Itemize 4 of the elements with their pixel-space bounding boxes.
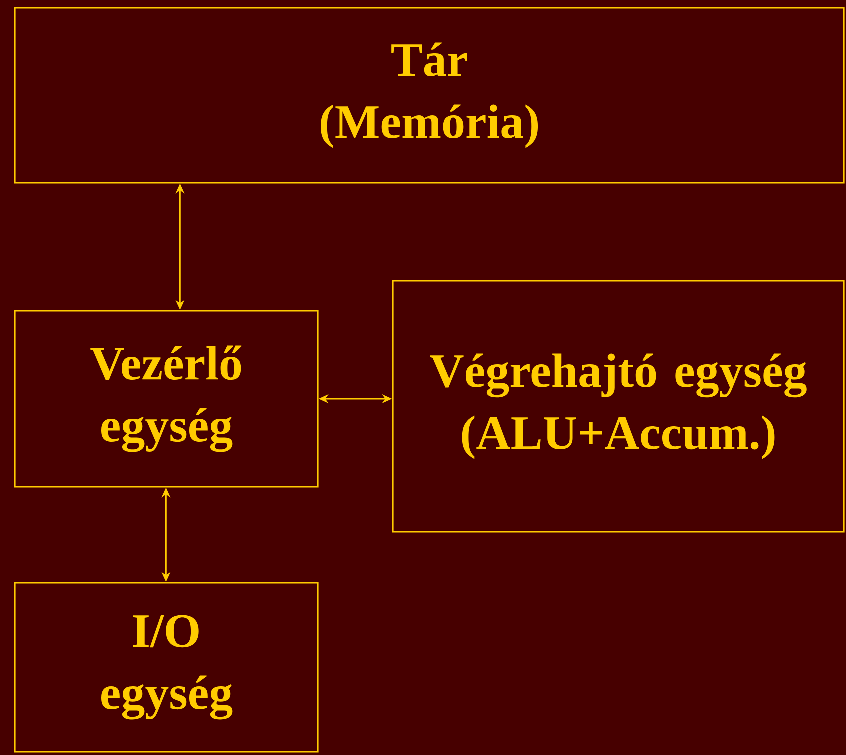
- unit-box: Tár (Memória): [14, 7, 845, 184]
- unit-box: Végrehajtó egység (ALU+Accum.): [392, 280, 845, 533]
- unit-box: I/O egység: [14, 582, 319, 753]
- unit-box: Vezérlő egység: [14, 310, 319, 488]
